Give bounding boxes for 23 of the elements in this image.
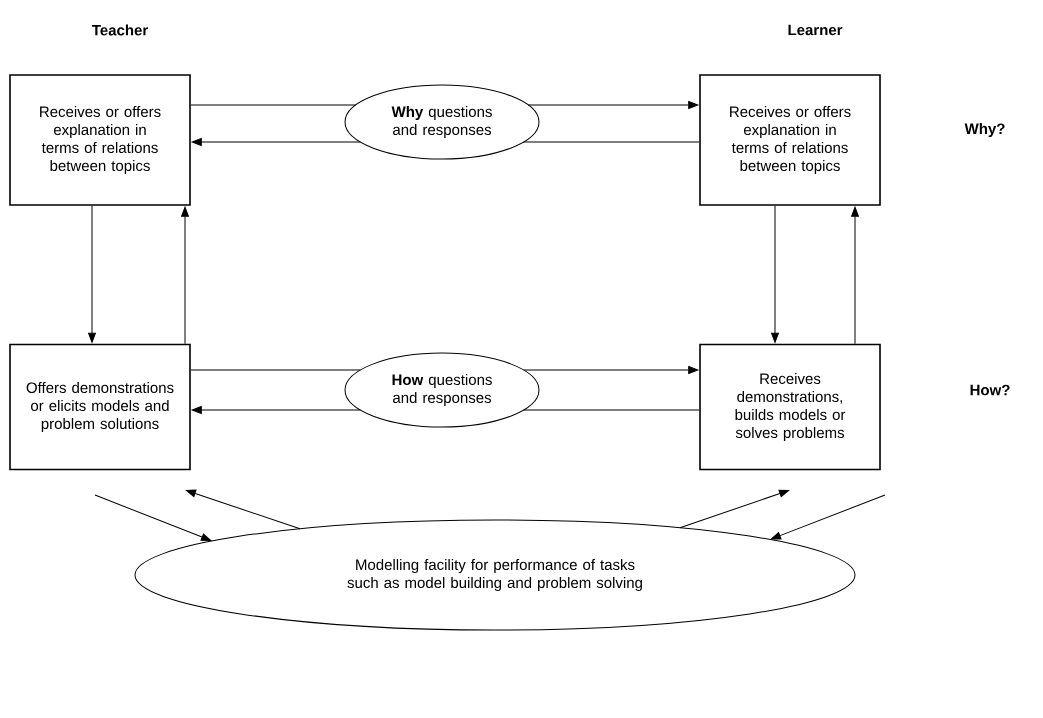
process-box: Receives or offers explanation in terms of relations between topics (699, 74, 881, 206)
ellipse-node: Modelling facility for performance of tasks such as model building and problem solving (134, 519, 856, 631)
arrow (191, 138, 361, 146)
column-heading: Teacher (91, 24, 148, 36)
process-box: Offers demonstrations or elicits models and problem solutions (9, 343, 191, 471)
ellipse-node: Why questions and responses (344, 84, 540, 160)
column-heading: How? (970, 384, 1010, 396)
process-box: Receives demonstrations, builds models or solves problems (699, 343, 881, 471)
ellipse-node: How questions and responses (344, 352, 540, 428)
arrow (181, 206, 189, 345)
arrow (185, 489, 301, 530)
column-heading: Why? (964, 123, 1005, 137)
arrow (770, 494, 886, 540)
arrow (771, 205, 779, 343)
arrow (851, 206, 859, 345)
arrow (94, 494, 212, 541)
arrow (191, 406, 361, 414)
column-heading: Learner (788, 24, 843, 36)
arrow (88, 205, 96, 343)
arrow (523, 366, 699, 374)
process-box: Receives or offers explanation in terms of relations between topics (9, 74, 191, 206)
arrow (679, 489, 790, 529)
arrow (527, 101, 699, 109)
